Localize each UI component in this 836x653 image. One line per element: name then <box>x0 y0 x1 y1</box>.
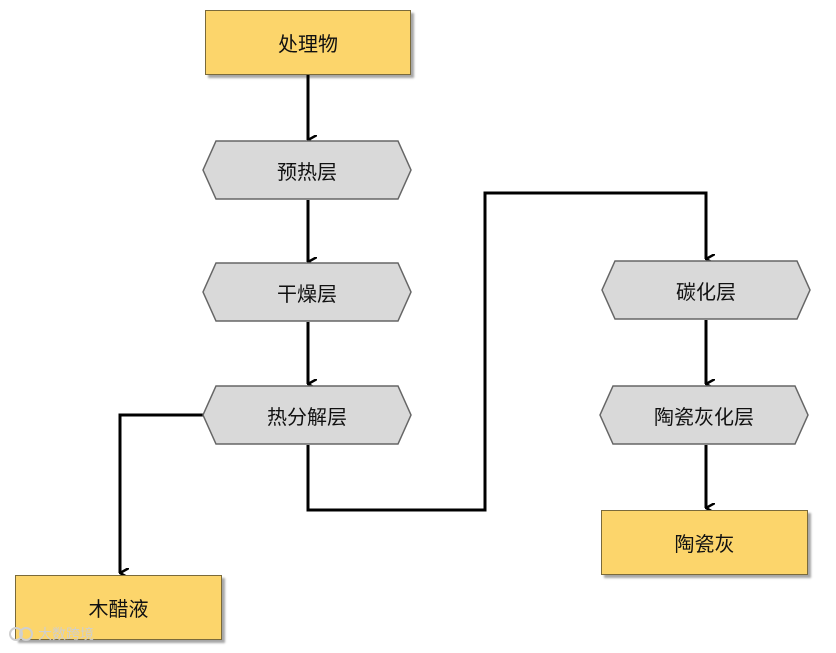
node-preheat-label: 预热层 <box>277 159 337 184</box>
node-wood-vinegar: 木醋液 <box>15 575 222 640</box>
node-dry-label: 干燥层 <box>277 281 337 306</box>
hexagon-shape <box>202 140 412 200</box>
hexagon-shape <box>202 262 412 322</box>
hexagon-shape <box>202 385 412 445</box>
node-ceramic-ash-label: 陶瓷灰 <box>674 532 735 556</box>
hexagon-shape <box>601 260 811 320</box>
node-carbonization: 碳化层 <box>601 260 811 320</box>
hexagon-shape <box>599 385 809 445</box>
node-ash-layer-label: 陶瓷灰化层 <box>654 404 754 429</box>
node-wood-vinegar-label: 木醋液 <box>88 597 149 621</box>
node-pyrolysis-label: 热分解层 <box>267 404 347 429</box>
node-preheat: 预热层 <box>202 140 412 200</box>
node-carbonization-label: 碳化层 <box>676 279 736 304</box>
watermark-logo-icon <box>9 627 33 641</box>
node-ash-layer: 陶瓷灰化层 <box>599 385 809 445</box>
arrow-pyrolysis-to-carbonization <box>306 191 706 512</box>
node-ceramic-ash: 陶瓷灰 <box>601 510 808 575</box>
arrow-pyrolysis-to-wood-vinegar <box>118 413 205 573</box>
node-source: 处理物 <box>205 10 411 75</box>
watermark-text: 大数跨境 <box>38 627 94 643</box>
node-dry: 干燥层 <box>202 262 412 322</box>
watermark: 大数跨境 <box>8 624 94 644</box>
node-pyrolysis: 热分解层 <box>202 385 412 445</box>
node-source-label: 处理物 <box>278 32 338 56</box>
